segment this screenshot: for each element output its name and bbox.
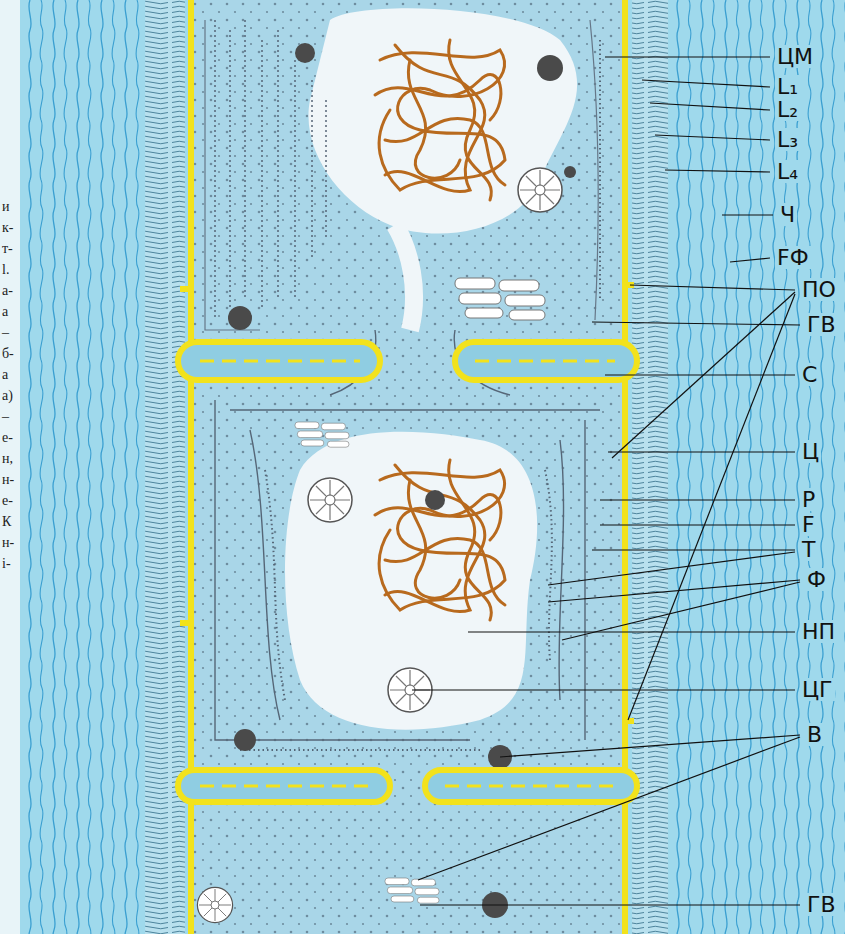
text-fragment: е- bbox=[2, 431, 13, 445]
text-fragment: а bbox=[2, 305, 8, 319]
part-label: L₃ bbox=[775, 128, 800, 151]
text-fragment: а) bbox=[2, 389, 13, 403]
text-fragment: і- bbox=[2, 557, 11, 571]
part-label: ЦМ bbox=[775, 45, 815, 68]
part-label: L₁ bbox=[775, 75, 800, 98]
part-label: НП bbox=[800, 620, 837, 643]
text-fragment: а bbox=[2, 368, 8, 382]
text-fragment: н- bbox=[2, 536, 14, 550]
part-label: Ф bbox=[805, 568, 828, 591]
part-label: Ц bbox=[800, 440, 821, 463]
text-fragment: l. bbox=[2, 263, 9, 277]
part-label: ПО bbox=[800, 278, 838, 301]
text-fragment: – bbox=[2, 410, 9, 424]
leader-lines bbox=[412, 57, 800, 905]
text-fragment: б- bbox=[2, 347, 14, 361]
part-label: L₂ bbox=[775, 98, 800, 121]
text-fragment: К bbox=[2, 515, 11, 529]
part-label: Т bbox=[800, 538, 817, 561]
text-fragment: н, bbox=[2, 452, 13, 466]
part-label: Р bbox=[800, 488, 817, 511]
text-fragment: – bbox=[2, 326, 9, 340]
text-fragment: а- bbox=[2, 284, 13, 298]
part-label: Ч bbox=[778, 203, 797, 226]
text-fragment: т- bbox=[2, 242, 13, 256]
text-fragment: е- bbox=[2, 494, 13, 508]
part-label: L₄ bbox=[775, 160, 800, 183]
part-label: ГВ bbox=[805, 893, 838, 916]
part-label: В bbox=[805, 723, 824, 746]
part-label: F bbox=[800, 513, 817, 536]
text-fragment: н- bbox=[2, 473, 14, 487]
text-fragment: и bbox=[2, 200, 10, 214]
part-label: FФ bbox=[775, 246, 811, 269]
part-label: ГВ bbox=[805, 313, 838, 336]
text-fragment: к- bbox=[2, 221, 13, 235]
part-label: ЦГ bbox=[800, 678, 835, 701]
part-label: С bbox=[800, 363, 819, 386]
